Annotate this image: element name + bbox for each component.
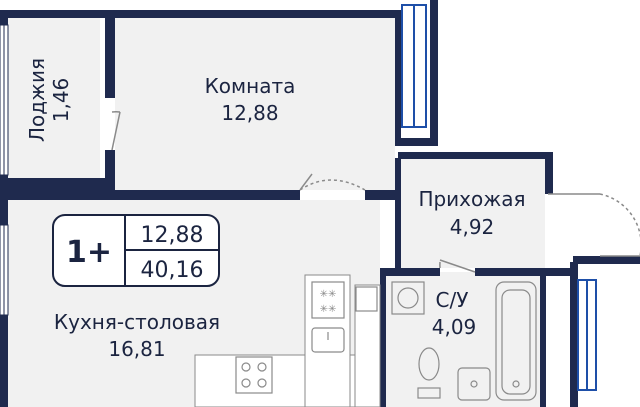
washbasin-icon	[457, 367, 491, 401]
badge-living-area: 12,88	[141, 223, 204, 248]
window-bathroom-right	[577, 279, 597, 391]
kitchen-sink-icon	[311, 327, 345, 353]
hall-floor	[400, 158, 545, 268]
loggia-floor	[8, 18, 100, 178]
toilet-icon	[417, 347, 441, 399]
door-room	[299, 173, 366, 191]
bathroom-name: С/У	[436, 288, 469, 312]
svg-text:✳✳: ✳✳	[320, 289, 337, 300]
kitchen-area: 16,81	[108, 337, 165, 361]
room-area: 12,88	[221, 101, 278, 125]
stove-icon	[235, 356, 273, 394]
window-loggia	[0, 24, 9, 176]
door-loggia	[111, 111, 121, 151]
door-bathroom	[439, 259, 476, 273]
hall-area: 4,92	[450, 215, 495, 239]
bathroom-floor	[385, 272, 540, 407]
badge-total-area: 40,16	[141, 258, 204, 283]
bathtub-icon	[495, 281, 537, 401]
loggia-label: Лоджия 1,46	[25, 58, 73, 142]
cooktop-icon: ✳✳ ✳✳	[311, 281, 345, 319]
apartment-badge: 1+ 12,88 40,16	[52, 214, 220, 287]
bathroom-area: 4,09	[432, 315, 477, 339]
badge-room-type: 1+	[66, 235, 112, 270]
washing-machine-icon	[391, 281, 425, 315]
hall-name: Прихожая	[418, 187, 525, 211]
loggia-area: 1,46	[49, 78, 73, 123]
window-kitchen	[0, 224, 9, 316]
kitchen-name: Кухня-столовая	[54, 310, 220, 334]
fridge-icon	[355, 286, 378, 312]
window-top-right	[401, 4, 427, 128]
svg-text:✳✳: ✳✳	[320, 304, 337, 315]
loggia-name: Лоджия	[25, 58, 49, 142]
room-name: Комната	[205, 74, 296, 98]
door-entrance	[548, 193, 640, 257]
room-floor	[115, 18, 395, 190]
